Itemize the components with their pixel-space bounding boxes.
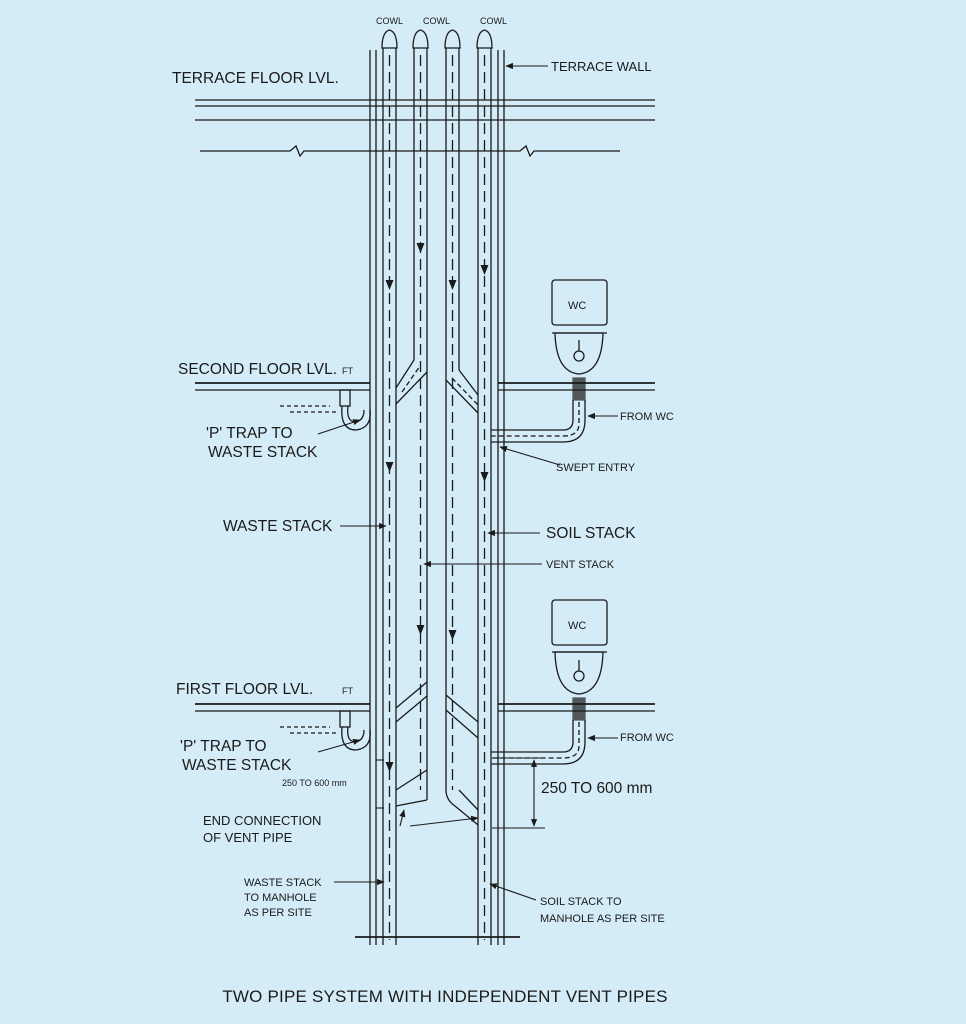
vent-stack-right bbox=[445, 48, 460, 790]
waste-manhole-label-l1: WASTE STACK bbox=[244, 877, 322, 889]
p-trap-first-floor bbox=[280, 710, 371, 751]
second-floor-slab bbox=[195, 382, 655, 391]
wc-second-floor bbox=[491, 279, 608, 443]
soil-manhole-label-l2: MANHOLE AS PER SITE bbox=[540, 913, 665, 925]
labels: COWL COWL COWL TERRACE FLOOR LVL. TERRAC… bbox=[172, 16, 674, 1006]
vent-stack-label: VENT STACK bbox=[546, 559, 615, 571]
soil-manhole-label-l1: SOIL STACK TO bbox=[540, 896, 622, 908]
wc-first-floor bbox=[491, 599, 608, 765]
cowl-label-2: COWL bbox=[423, 16, 450, 26]
diagram-caption: TWO PIPE SYSTEM WITH INDEPENDENT VENT PI… bbox=[222, 987, 667, 1006]
end-connection-label-l2: OF VENT PIPE bbox=[203, 830, 293, 845]
terrace-slab bbox=[195, 99, 655, 158]
ft-label-second: FT bbox=[342, 366, 353, 376]
vent-branch-soil-1 bbox=[445, 694, 479, 826]
from-wc-label-second: FROM WC bbox=[620, 411, 674, 423]
cowl-waste bbox=[381, 29, 398, 49]
p-trap-label-first-l1: 'P' TRAP TO bbox=[180, 738, 267, 755]
wc-label-second: WC bbox=[568, 300, 586, 312]
vent-branch-waste-2 bbox=[395, 359, 428, 405]
waste-manhole-label-l2: TO MANHOLE bbox=[244, 892, 317, 904]
dimension-label: 250 TO 600 mm bbox=[541, 780, 652, 797]
first-floor-label: FIRST FLOOR LVL. bbox=[176, 681, 313, 698]
p-trap-label-first-l2: WASTE STACK bbox=[182, 757, 292, 774]
swept-entry-label: SWEPT ENTRY bbox=[556, 462, 636, 474]
second-floor-label: SECOND FLOOR LVL. bbox=[178, 361, 337, 378]
waste-stack-label: WASTE STACK bbox=[223, 518, 333, 535]
waste-stack bbox=[382, 48, 397, 945]
soil-stack-label: SOIL STACK bbox=[546, 525, 636, 542]
vent-branch-waste-1 bbox=[395, 681, 428, 807]
end-connection-label-l1: END CONNECTION bbox=[203, 813, 321, 828]
wc-label-first: WC bbox=[568, 620, 586, 632]
p-trap-label-second-l1: 'P' TRAP TO bbox=[206, 425, 293, 442]
soil-stack bbox=[477, 48, 492, 945]
cowl-soil bbox=[476, 29, 493, 49]
ft-label-first: FT bbox=[342, 686, 353, 696]
waste-manhole-label-l3: AS PER SITE bbox=[244, 907, 312, 919]
cowl-vent-2 bbox=[444, 29, 461, 49]
terrace-floor-label: TERRACE FLOOR LVL. bbox=[172, 70, 339, 87]
first-floor-slab bbox=[195, 703, 655, 712]
flow-arrows bbox=[385, 243, 489, 772]
p-trap-second-floor bbox=[280, 389, 371, 431]
vent-stack-left bbox=[413, 48, 428, 800]
from-wc-label-first: FROM WC bbox=[620, 732, 674, 744]
p-trap-label-second-l2: WASTE STACK bbox=[208, 444, 318, 461]
vent-branch-soil-2 bbox=[445, 369, 479, 414]
leaders bbox=[317, 62, 618, 901]
cowl-label-1: COWL bbox=[376, 16, 403, 26]
cowl-label-3: COWL bbox=[480, 16, 507, 26]
cowl-vent-1 bbox=[412, 29, 429, 49]
terrace-wall-label: TERRACE WALL bbox=[551, 59, 652, 74]
small-dimension-label: 250 TO 600 mm bbox=[282, 778, 347, 788]
